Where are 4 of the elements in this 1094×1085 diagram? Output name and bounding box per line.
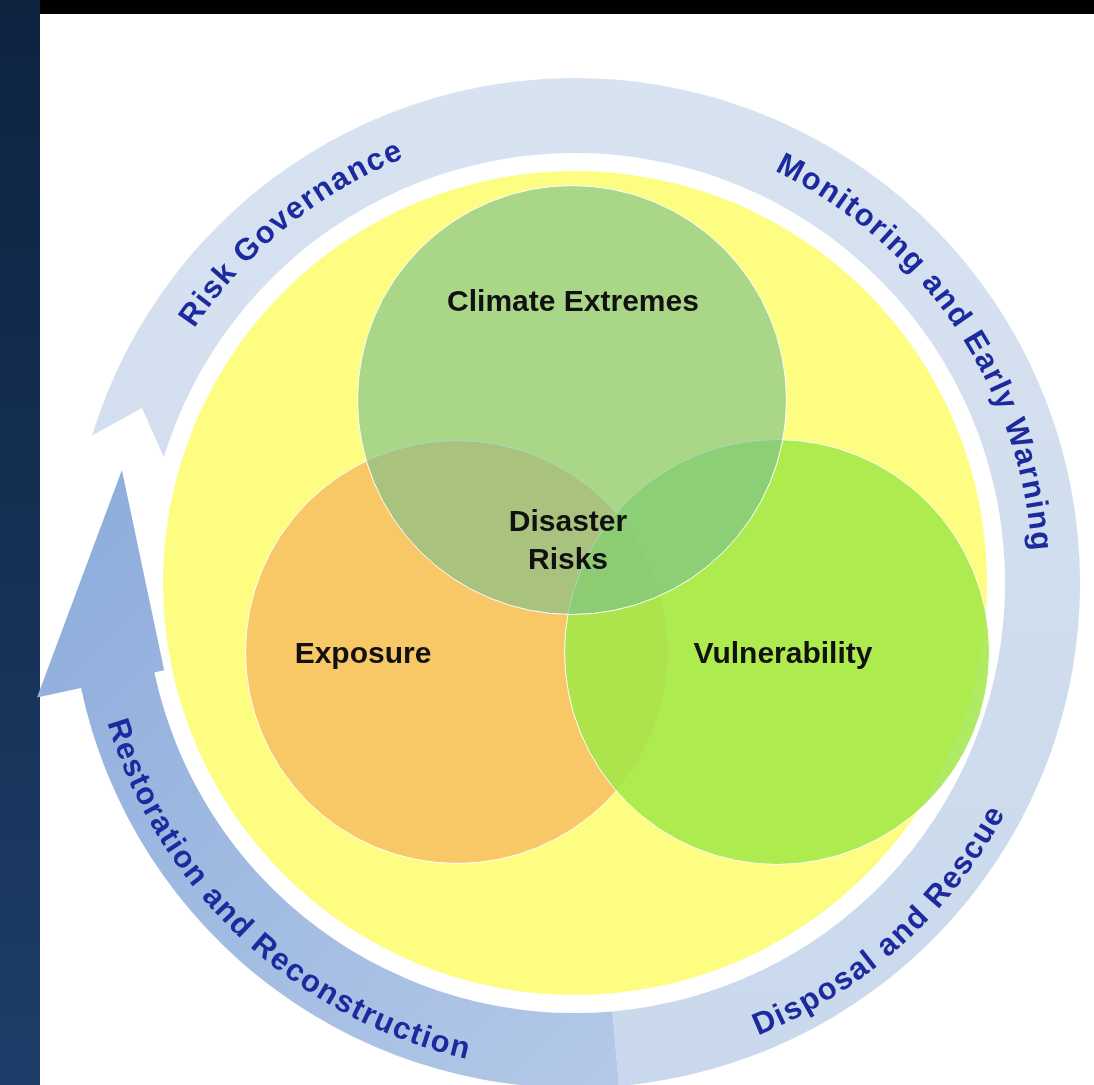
circle-label: Vulnerability xyxy=(693,636,873,670)
circle-label: Climate Extremes xyxy=(447,284,699,318)
center-label: Disaster Risks xyxy=(507,503,629,577)
circle-label: Exposure xyxy=(294,636,432,670)
